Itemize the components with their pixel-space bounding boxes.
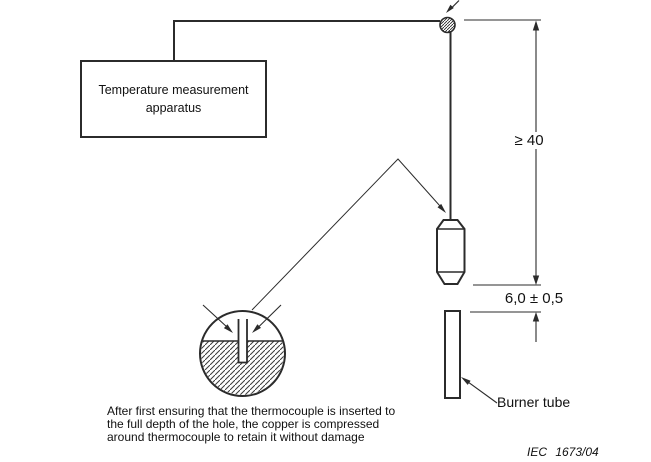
caption-text: After first ensuring that the thermocoup…	[107, 405, 395, 444]
compression-arrow-left	[202, 304, 233, 333]
dimension-label-gap: 6,0 ± 0,5	[503, 290, 565, 307]
pulley-pointer-arrow	[446, 0, 460, 13]
support-pulley-icon	[439, 16, 456, 34]
copper-detail-view	[199, 304, 286, 397]
burner-tube-leader-arrow	[461, 377, 498, 404]
apparatus-label: Temperature measurement apparatus	[98, 83, 249, 115]
dimension-gap	[470, 284, 541, 342]
caption-line-1: After first ensuring that the thermocoup…	[107, 404, 396, 418]
signal-wire	[173, 20, 440, 61]
figure-reference: IEC 1673/04	[527, 445, 599, 459]
dimension-label-wire-length: ≥ 40	[507, 132, 551, 149]
dimension-wire-length	[464, 19, 541, 285]
thermocouple-hole-walls	[237, 319, 248, 364]
thermocouple-hole-mask	[238, 319, 248, 363]
copper-cylinder-icon	[436, 219, 466, 285]
detail-leader-lines	[251, 158, 446, 311]
caption-line-3: around thermocouple to retain it without…	[107, 429, 365, 444]
compression-arrow-right	[252, 304, 282, 333]
caption-line-2: the full depth of the hole, the copper i…	[107, 416, 380, 431]
apparatus-box: Temperature measurement apparatus	[80, 60, 267, 138]
burner-tube-icon	[444, 310, 461, 399]
burner-tube-label: Burner tube	[497, 394, 571, 410]
